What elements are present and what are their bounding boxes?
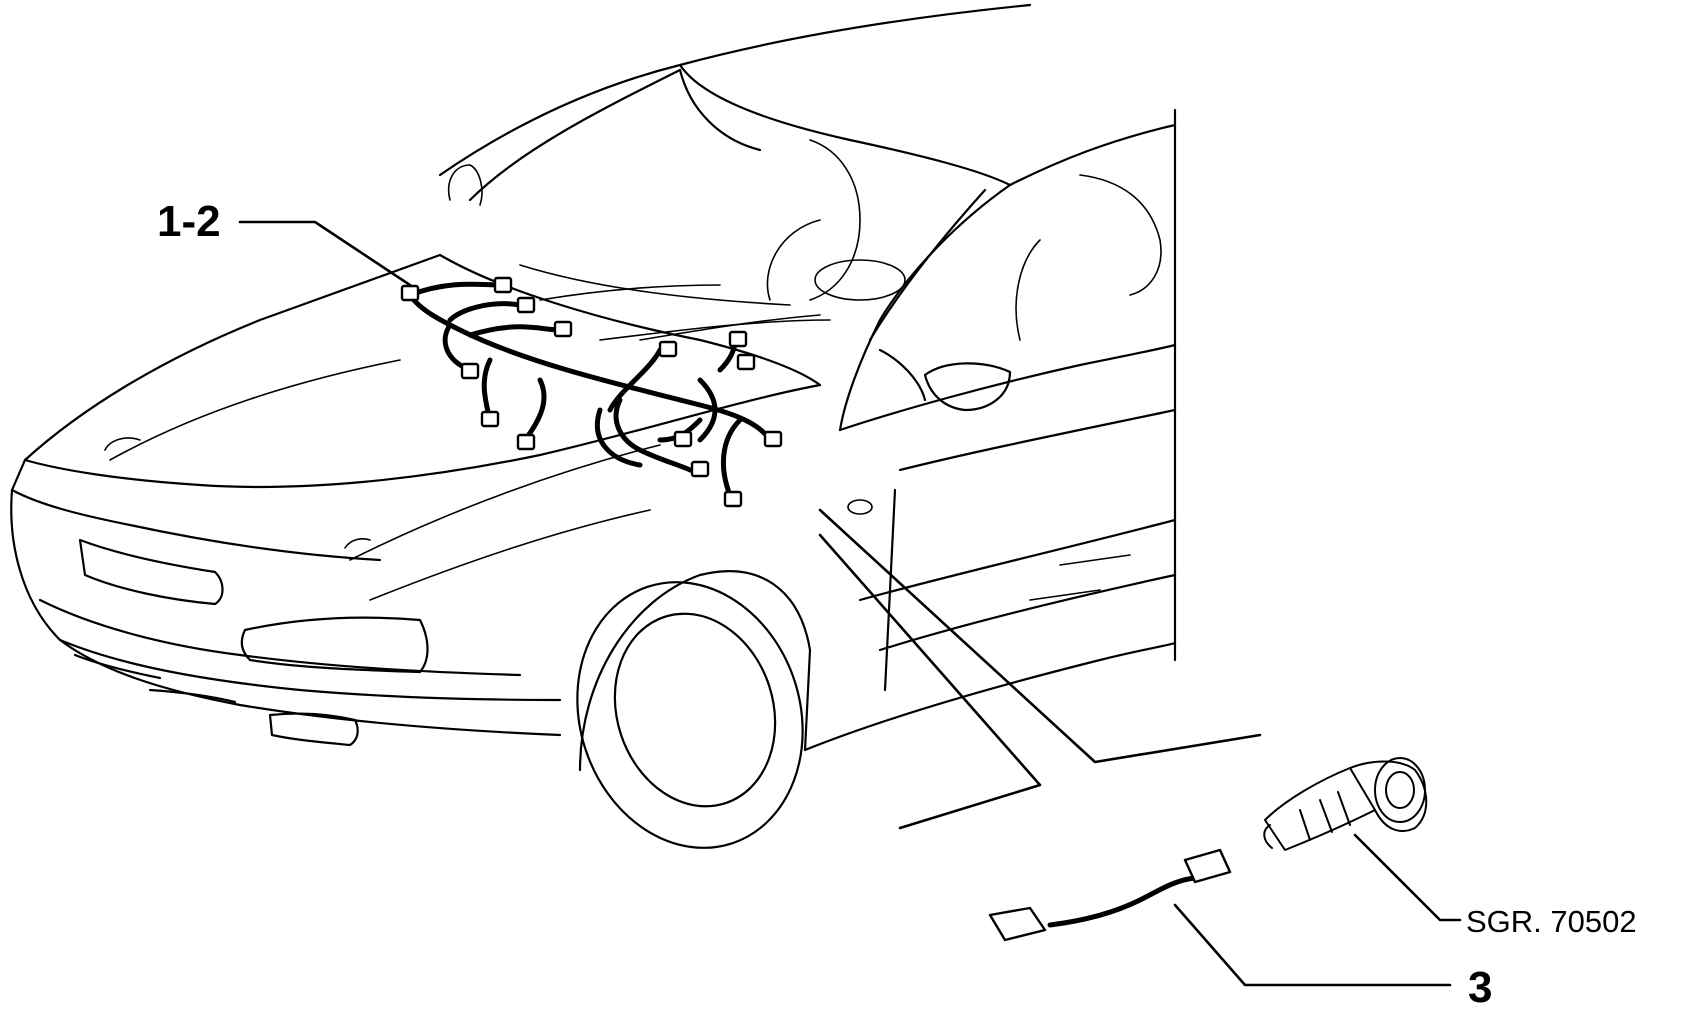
leader-lines — [238, 220, 1462, 987]
callout-sensor-label: SGR. 70502 — [1466, 904, 1637, 939]
car-interior-detail — [104, 139, 1162, 601]
jumper-harness-3 — [1047, 875, 1198, 928]
callout-harness-label: 1-2 — [157, 197, 221, 246]
callout-jumper-label: 3 — [1468, 963, 1493, 1012]
car-body-outline — [10, 3, 1177, 849]
harness-connectors — [400, 276, 783, 508]
wiring-harness-1-2 — [407, 281, 773, 498]
jumper-connectors — [988, 848, 1232, 942]
sensor-part — [1263, 757, 1428, 851]
